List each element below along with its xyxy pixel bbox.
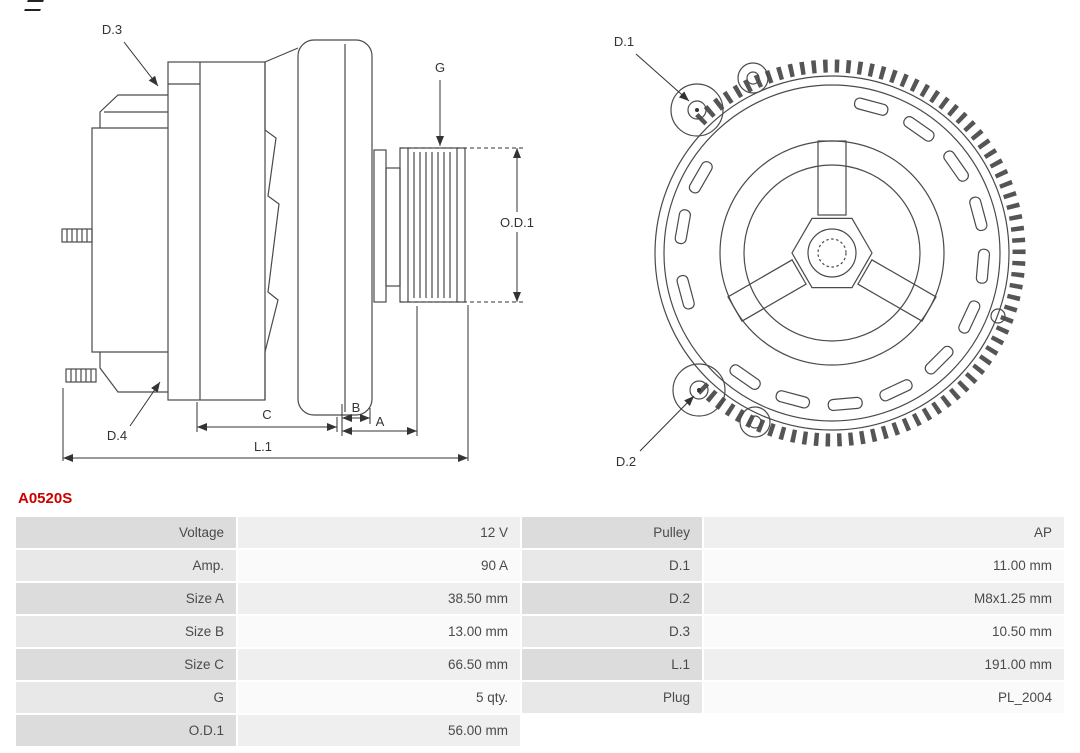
dim-label-b: B — [352, 400, 361, 415]
spec-label: Pulley — [522, 517, 702, 548]
spec-value: 13.00 mm — [238, 616, 520, 647]
terminal-stud — [65, 368, 97, 383]
spec-table: Voltage 12 V Pulley AP Amp. 90 A D.1 11.… — [16, 517, 1064, 746]
spec-value: 11.00 mm — [704, 550, 1064, 581]
spec-value: M8x1.25 mm — [704, 583, 1064, 614]
dim-label-g: G — [435, 60, 445, 75]
spec-label: Voltage — [16, 517, 236, 548]
spec-value-empty — [704, 715, 1064, 746]
vent-slots — [674, 97, 991, 412]
side-view-dimensions — [62, 41, 524, 462]
spec-value: AP — [704, 517, 1064, 548]
mounting-ear-bottom — [672, 363, 771, 438]
dim-label-d2: D.2 — [616, 454, 636, 469]
spec-value: 191.00 mm — [704, 649, 1064, 680]
spec-label: Amp. — [16, 550, 236, 581]
front-view-leaders — [635, 53, 695, 452]
alternator-side-view — [61, 39, 466, 416]
dim-label-od1: O.D.1 — [500, 215, 534, 230]
spec-label: Size C — [16, 649, 236, 680]
spec-label: Size A — [16, 583, 236, 614]
spec-label: O.D.1 — [16, 715, 236, 746]
spec-label: Size B — [16, 616, 236, 647]
alternator-front-view — [654, 59, 1026, 447]
mounting-ear-top — [670, 62, 769, 137]
technical-drawing: O.D.1 C B A L.1 D.3 D.4 G — [61, 22, 1026, 469]
spec-value: 12 V — [238, 517, 520, 548]
spec-value: 56.00 mm — [238, 715, 520, 746]
spec-value: 38.50 mm — [238, 583, 520, 614]
terminal-stud — [61, 228, 93, 243]
pulley-front — [719, 140, 945, 366]
dim-label-a: A — [376, 414, 385, 429]
spec-value: 10.50 mm — [704, 616, 1064, 647]
spec-value: 66.50 mm — [238, 649, 520, 680]
spec-label: Plug — [522, 682, 702, 713]
spec-value: 5 qty. — [238, 682, 520, 713]
pulley-side — [399, 147, 466, 303]
dim-label-l1: L.1 — [254, 439, 272, 454]
dim-label-d1: D.1 — [614, 34, 634, 49]
dim-label-d3: D.3 — [102, 22, 122, 37]
dim-label-d4: D.4 — [107, 428, 127, 443]
spec-value: PL_2004 — [704, 682, 1064, 713]
spec-label: L.1 — [522, 649, 702, 680]
spec-value: 90 A — [238, 550, 520, 581]
spec-label: D.3 — [522, 616, 702, 647]
dim-label-c: C — [262, 407, 271, 422]
spec-label: D.1 — [522, 550, 702, 581]
spec-label: D.2 — [522, 583, 702, 614]
part-number: A0520S — [18, 490, 73, 507]
spec-label: G — [16, 682, 236, 713]
spec-label-empty — [522, 715, 702, 746]
